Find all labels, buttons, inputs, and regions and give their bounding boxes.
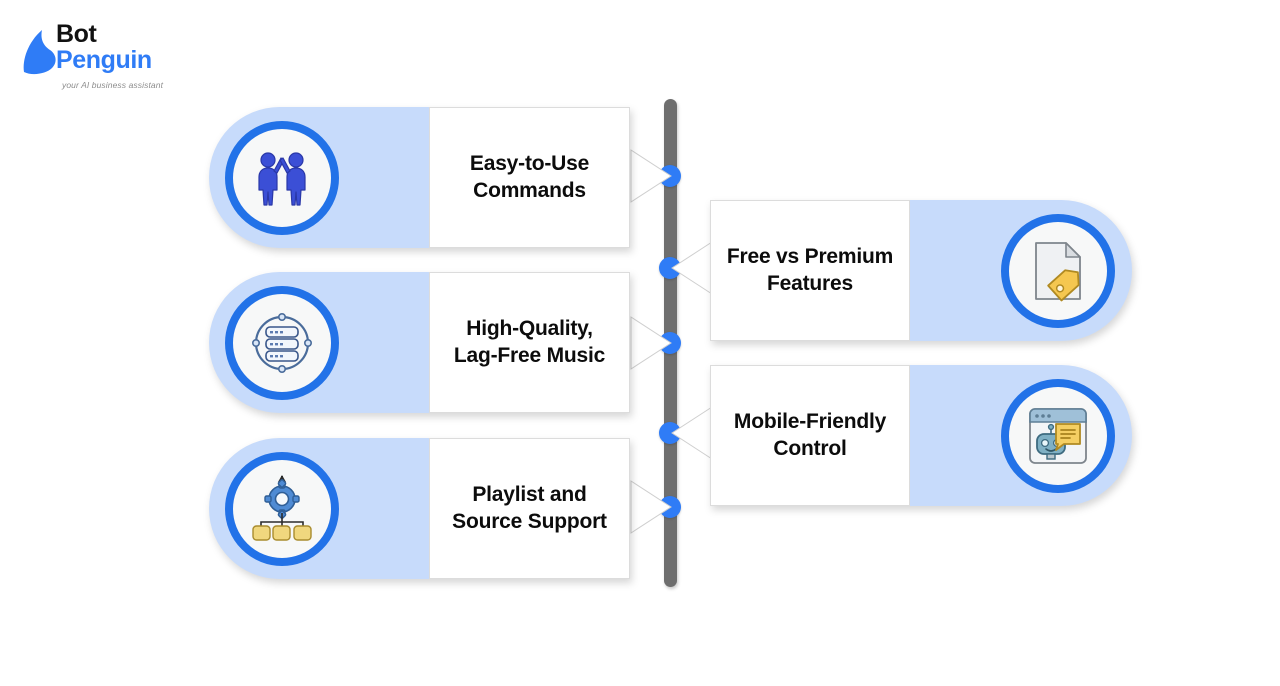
timeline-dot-3 xyxy=(659,332,681,354)
feature-card-playlist-and-source-support[interactable]: Playlist and Source Support xyxy=(209,438,630,579)
card-icon-panel xyxy=(209,438,429,579)
card-text-panel: High-Quality, Lag-Free Music xyxy=(429,272,630,413)
server-database-icon xyxy=(225,285,339,400)
card-title-line2: Features xyxy=(767,271,853,295)
card-title: Easy-to-Use Commands xyxy=(470,151,589,204)
feature-card-mobile-friendly-control[interactable]: Mobile-Friendly Control xyxy=(710,365,1132,506)
feature-card-easy-to-use-commands[interactable]: Easy-to-Use Commands xyxy=(209,107,630,248)
card-title: Playlist and Source Support xyxy=(452,482,607,535)
card-text-panel: Playlist and Source Support xyxy=(429,438,630,579)
card-icon-panel xyxy=(910,365,1132,506)
people-high-five-icon xyxy=(225,120,339,235)
card-title: Mobile-Friendly Control xyxy=(734,409,886,462)
card-title-line1: Free vs Premium xyxy=(726,245,894,269)
card-title-line1: Playlist and xyxy=(472,483,587,507)
card-title-line2: Commands xyxy=(473,178,586,202)
card-title-line1: Easy-to-Use xyxy=(469,152,590,176)
card-icon-panel xyxy=(209,107,429,248)
card-title: Free vs Premium Features xyxy=(727,244,893,297)
document-price-tag-icon xyxy=(1001,213,1115,328)
timeline-dot-2 xyxy=(659,257,681,279)
timeline-dot-1 xyxy=(659,165,681,187)
penguin-logo-icon xyxy=(18,26,64,78)
logo-word-penguin: Penguin xyxy=(56,46,152,74)
card-text-panel: Easy-to-Use Commands xyxy=(429,107,630,248)
card-title: High-Quality, Lag-Free Music xyxy=(454,316,605,369)
card-text-panel: Free vs Premium Features xyxy=(710,200,910,341)
botpenguin-logo: Bot Penguin your AI business assistant xyxy=(18,22,238,94)
timeline-dot-5 xyxy=(659,496,681,518)
card-title-line2: Control xyxy=(773,436,847,460)
card-title-line1: Mobile-Friendly xyxy=(733,410,887,434)
card-icon-panel xyxy=(910,200,1132,341)
card-title-line1: High-Quality, xyxy=(466,317,593,341)
card-title-line2: Lag-Free Music xyxy=(453,343,606,367)
feature-card-free-vs-premium-features[interactable]: Free vs Premium Features xyxy=(710,200,1132,341)
chatbot-window-icon xyxy=(1001,378,1115,493)
feature-card-high-quality-lag-free-music[interactable]: High-Quality, Lag-Free Music xyxy=(209,272,630,413)
timeline-dot-4 xyxy=(659,422,681,444)
card-title-line2: Source Support xyxy=(452,509,607,533)
gear-distribution-icon xyxy=(225,451,339,566)
card-icon-panel xyxy=(209,272,429,413)
logo-word-bot: Bot xyxy=(56,20,97,48)
card-text-panel: Mobile-Friendly Control xyxy=(710,365,910,506)
logo-wordmark: Bot Penguin xyxy=(56,22,152,73)
logo-tagline: your AI business assistant xyxy=(62,80,164,90)
